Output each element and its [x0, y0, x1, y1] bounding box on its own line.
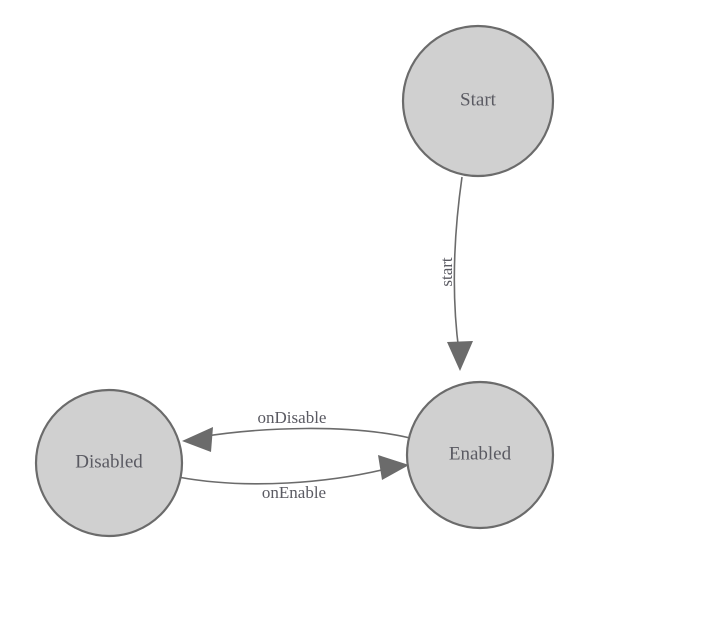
- edge-enabled-to-disabled[interactable]: onDisable: [182, 408, 411, 452]
- node-start-label: Start: [460, 89, 497, 110]
- node-disabled-label: Disabled: [75, 451, 143, 472]
- node-enabled[interactable]: Enabled: [405, 380, 555, 530]
- edge-enabled-to-disabled-line: [199, 427, 411, 439]
- edge-label-onenable: onEnable: [262, 483, 326, 502]
- edge-start-to-enabled-line: [453, 176, 463, 353]
- edge-disabled-to-enabled-arrowhead: [378, 455, 409, 480]
- node-enabled-circle: [405, 380, 555, 530]
- edge-disabled-to-enabled[interactable]: onEnable: [177, 455, 409, 502]
- edge-label-start: start: [437, 257, 456, 287]
- edge-start-to-enabled[interactable]: start: [437, 176, 473, 371]
- edge-label-ondisable: onDisable: [258, 408, 327, 427]
- edge-enabled-to-disabled-arrowhead: [182, 427, 213, 452]
- edge-disabled-to-enabled-line: [177, 467, 391, 485]
- node-disabled-circle: [34, 388, 184, 538]
- node-start[interactable]: Start: [401, 24, 555, 178]
- node-enabled-label: Enabled: [449, 443, 512, 464]
- node-disabled[interactable]: Disabled: [34, 388, 184, 538]
- edge-start-to-enabled-arrowhead: [447, 341, 473, 371]
- node-start-circle: [401, 24, 555, 178]
